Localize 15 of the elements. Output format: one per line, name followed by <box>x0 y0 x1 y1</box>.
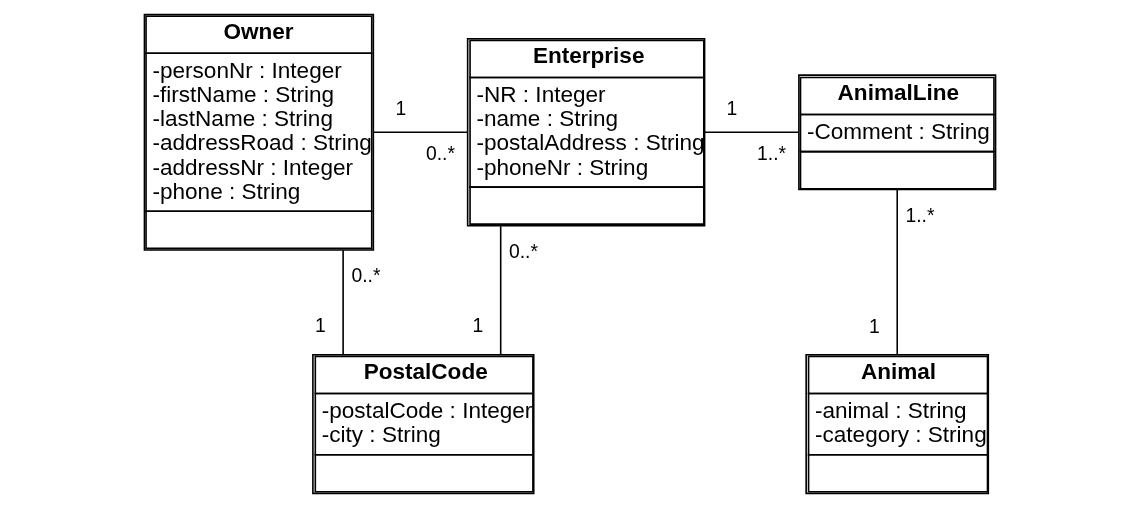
label: 0..* <box>508 240 538 263</box>
label: 1 <box>395 96 407 119</box>
connector <box>703 131 800 134</box>
label: 1..* <box>757 142 787 165</box>
label: 1 <box>472 314 484 337</box>
label: 0..* <box>425 142 455 165</box>
label: 1..* <box>905 204 935 227</box>
connector <box>499 225 502 356</box>
label: 1 <box>726 96 738 119</box>
label: 1 <box>314 314 326 337</box>
connector <box>342 249 344 356</box>
connector <box>896 189 899 356</box>
connector <box>373 131 469 134</box>
label: 0..* <box>351 264 381 287</box>
label: 1 <box>869 314 880 337</box>
